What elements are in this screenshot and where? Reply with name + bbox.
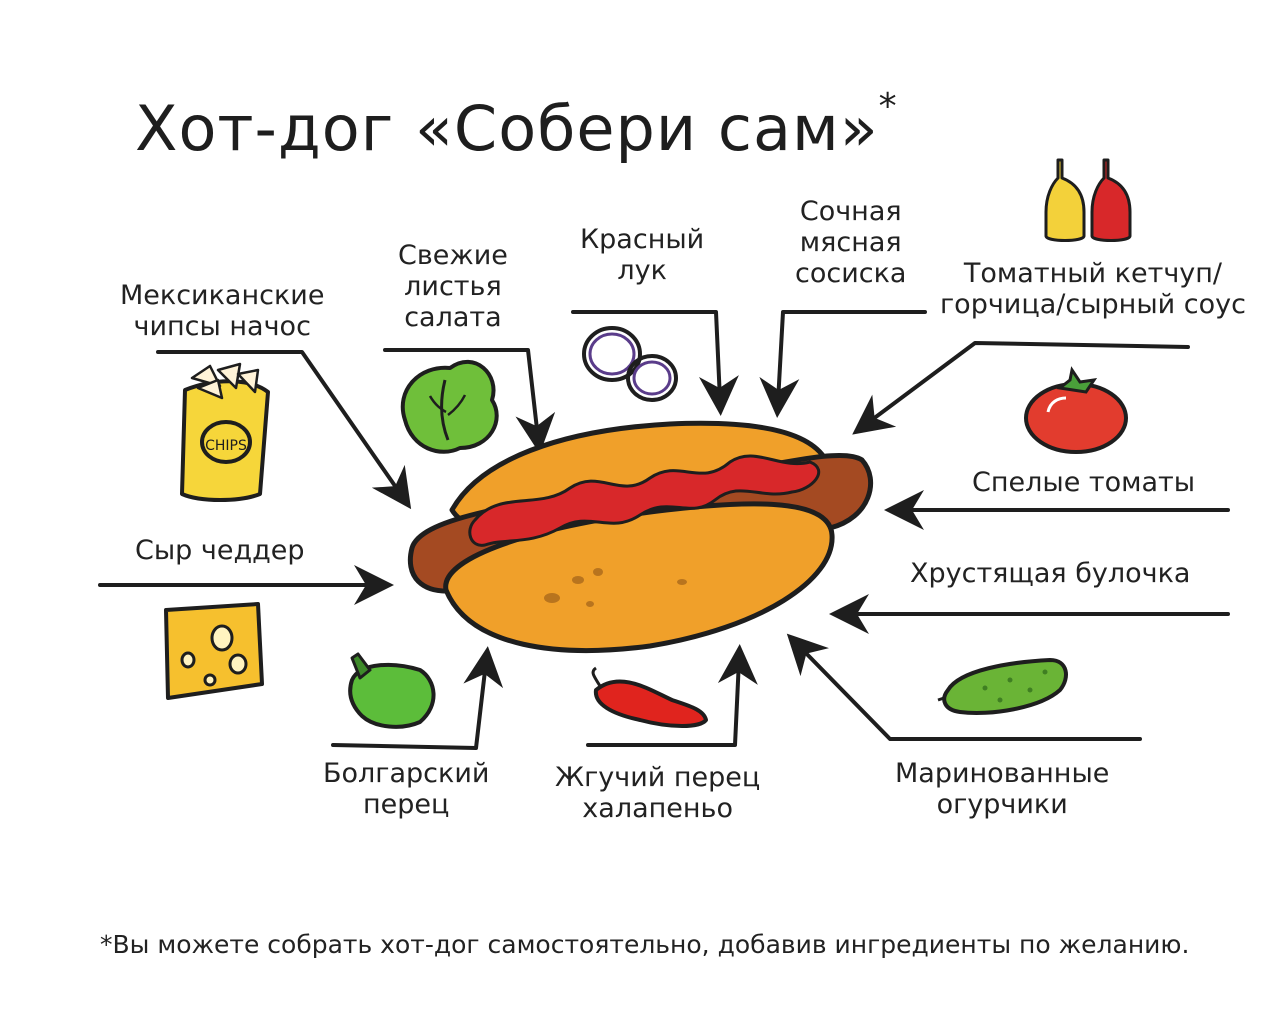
label-lettuce: Свежие листья салата [398, 240, 508, 334]
chips-label: CHIPS [205, 438, 247, 454]
cheese-icon [164, 602, 264, 700]
footnote: *Вы можете собрать хот-дог самостоятельн… [100, 930, 1190, 959]
label-jalapeno: Жгучий перец халапеньо [555, 762, 761, 825]
bell-pepper-icon [348, 652, 436, 729]
label-bell-pepper: Болгарский перец [323, 758, 490, 821]
pickle-icon [937, 658, 1068, 716]
arrow-sauce [852, 341, 1190, 435]
label-onion: Красный лук [580, 224, 705, 287]
jalapeno-icon [591, 666, 708, 728]
arrow-lettuce [383, 348, 556, 454]
arrow-jalapeno [586, 644, 758, 747]
onion-icon [582, 326, 678, 402]
label-tomato: Спелые томаты [972, 467, 1196, 498]
chips-icon: CHIPS [180, 362, 270, 502]
title-asterisk: * [878, 86, 898, 128]
arrow-bell-pepper [331, 646, 504, 750]
label-sauce: Томатный кетчуп/ горчица/сырный соус [940, 258, 1246, 321]
label-nachos: Мексиканские чипсы начос [120, 280, 325, 343]
label-sausage: Сочная мясная сосиска [795, 196, 907, 290]
title-text: Хот-дог «Собери сам» [135, 92, 879, 165]
tomato-icon [1024, 366, 1128, 454]
sauce-bottles-icon [1044, 158, 1132, 242]
lettuce-icon [400, 360, 499, 454]
hot-dog [407, 420, 873, 653]
arrow-pickles [786, 633, 1142, 741]
arrow-sausage [759, 310, 927, 418]
label-cheddar: Сыр чеддер [135, 535, 305, 566]
arrow-onion [571, 310, 739, 416]
label-pickles: Маринованные огурчики [895, 758, 1110, 821]
label-bun: Хрустящая булочка [910, 558, 1191, 589]
page-title: Хот-дог «Собери сам»* [135, 86, 898, 165]
arrow-nachos [156, 350, 412, 510]
